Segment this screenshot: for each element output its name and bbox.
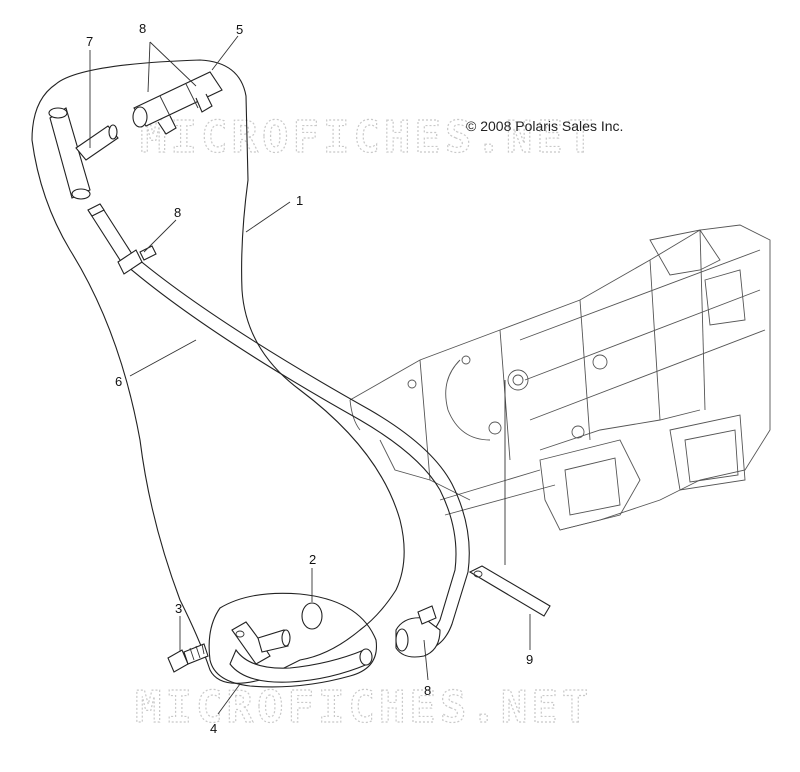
copyright-notice: © 2008 Polaris Sales Inc.: [466, 118, 623, 134]
grommet-part-2: [301, 602, 323, 630]
callout-1: 1: [296, 193, 303, 208]
callout-2: 2: [309, 552, 316, 567]
callout-5: 5: [236, 22, 243, 37]
engine-block-drawing: [349, 224, 771, 531]
watermark-top: MICROFICHES.NET: [140, 112, 597, 163]
plate-elbow-part-4: [208, 592, 378, 688]
watermark-bottom: MICROFICHES.NET: [135, 682, 592, 733]
callout-6: 6: [115, 374, 122, 389]
strap-part-9: [468, 380, 551, 617]
bolt-part-3: [167, 643, 209, 673]
callout-8-mid: 8: [174, 205, 181, 220]
connector-part-5: [132, 71, 223, 135]
tee-fitting-part-7: [48, 107, 119, 200]
callout-3: 3: [175, 601, 182, 616]
hose-assembly-outline: [31, 59, 405, 684]
callout-4: 4: [210, 721, 217, 736]
callout-9: 9: [526, 652, 533, 667]
leader-lines: [89, 35, 531, 715]
callout-8-bottom: 8: [424, 683, 431, 698]
vent-hose-part-6: [87, 203, 470, 658]
callout-7: 7: [86, 34, 93, 49]
callout-8-top: 8: [139, 21, 146, 36]
